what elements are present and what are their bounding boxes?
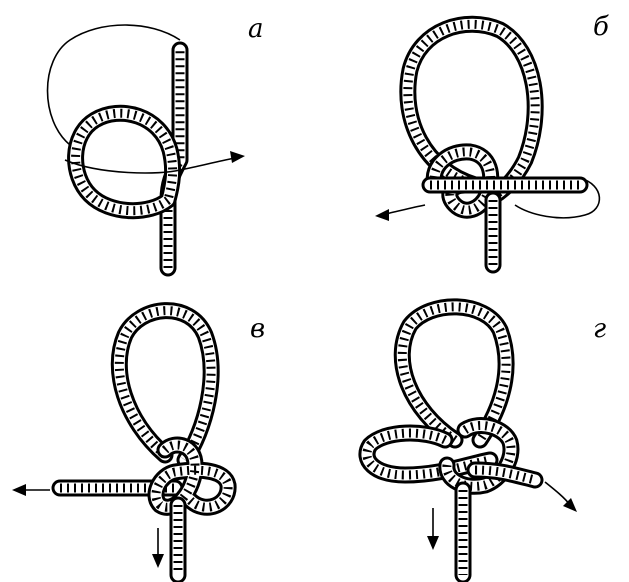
panel-g-drawing — [315, 290, 629, 582]
panel-label: г — [593, 316, 606, 342]
arrowhead-down — [152, 554, 164, 568]
panel-label: а — [248, 16, 264, 42]
panel-label: в — [250, 316, 265, 342]
panel-v: в — [0, 290, 314, 582]
panel-a: а — [0, 0, 314, 290]
panel-g: г — [315, 290, 629, 582]
rope — [367, 307, 535, 575]
rope — [76, 50, 180, 268]
path-line — [65, 158, 235, 173]
arrow-line — [385, 205, 425, 214]
rope — [408, 24, 580, 265]
panel-label: б — [593, 14, 609, 40]
arrowhead-left — [12, 484, 26, 496]
panel-a-drawing — [0, 0, 314, 290]
arrowhead-down — [427, 536, 439, 550]
arrow-line-right — [545, 482, 570, 505]
arrowhead — [230, 151, 245, 163]
rope-strand — [76, 113, 173, 210]
panel-b: б — [315, 0, 629, 290]
panel-v-drawing — [0, 290, 314, 582]
arrowhead — [375, 209, 389, 221]
panel-b-drawing — [315, 0, 629, 290]
rope — [60, 311, 228, 575]
